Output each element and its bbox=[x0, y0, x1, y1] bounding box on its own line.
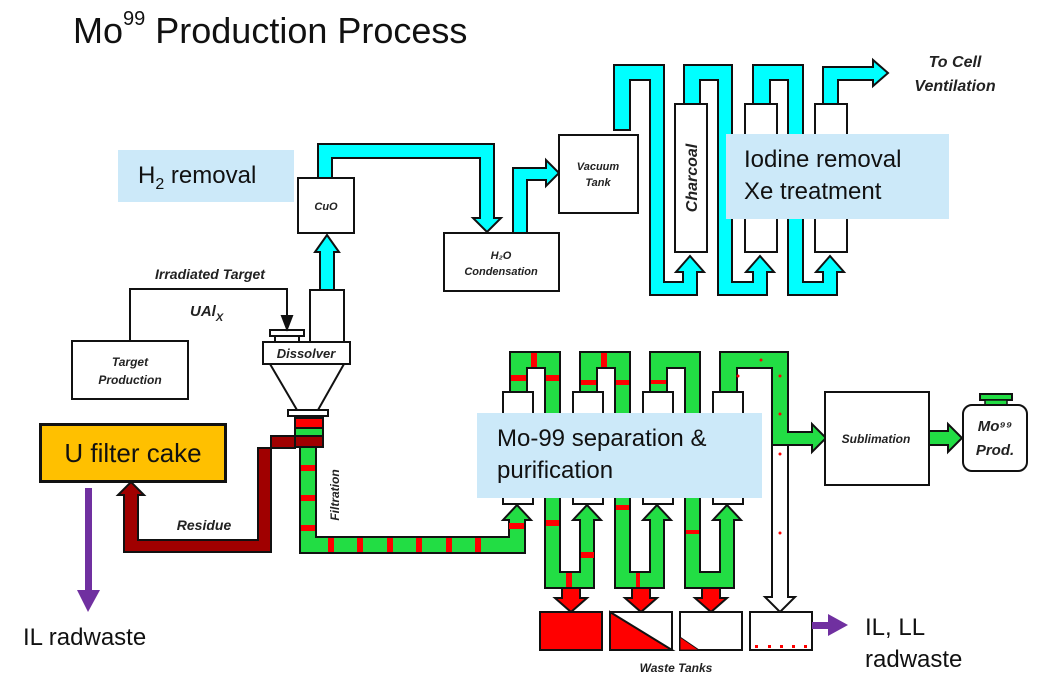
ventilation-label: Ventilation bbox=[914, 78, 995, 95]
dissolver-assembly bbox=[262, 289, 351, 448]
waste-tanks bbox=[539, 610, 813, 651]
il-radwaste-label: IL radwaste bbox=[23, 624, 147, 651]
mo-product-cap bbox=[979, 393, 1013, 401]
il-ll-radwaste-label: IL, LL radwaste bbox=[865, 614, 963, 673]
cuo-label: CuO bbox=[314, 201, 338, 213]
gas-pipe-to-ventilation bbox=[822, 57, 890, 111]
filtration-pipe bbox=[299, 446, 534, 554]
target-label: Target bbox=[112, 355, 149, 369]
irradiated-target-line bbox=[129, 288, 294, 341]
sublimation-box bbox=[824, 391, 930, 486]
vacuum-tank-box bbox=[558, 134, 639, 214]
tank-label: Tank bbox=[585, 177, 611, 189]
u-filter-cake-box: U filter cake bbox=[39, 423, 227, 483]
return-line bbox=[762, 444, 798, 614]
residue-label: Residue bbox=[177, 517, 232, 533]
mo99-separation-callout: Mo-99 separation & purification bbox=[477, 413, 762, 498]
waste-arrows bbox=[552, 587, 730, 614]
arrow-sublimation-product bbox=[928, 421, 964, 455]
filtration-label: Filtration bbox=[328, 469, 342, 520]
dissolver-outlet-flange bbox=[287, 409, 329, 417]
gas-pipe-condensation-vacuum bbox=[512, 157, 561, 235]
sublimation-label: Sublimation bbox=[842, 432, 911, 446]
dissolver-label: Dissolver bbox=[277, 346, 336, 361]
charcoal-column bbox=[674, 103, 708, 253]
dissolver-chimney bbox=[309, 289, 345, 344]
h2-removal-callout: H2 removal bbox=[118, 150, 294, 202]
gas-pipe-dissolver-cuo bbox=[313, 233, 341, 291]
mo-product-container bbox=[962, 404, 1028, 472]
condensation-label: Condensation bbox=[464, 266, 538, 278]
cuo-box bbox=[297, 177, 355, 234]
filter-layer-red bbox=[294, 417, 324, 429]
ualx-label: UAlX bbox=[190, 303, 224, 324]
production-label: Production bbox=[98, 373, 161, 387]
waste-tank-1 bbox=[539, 611, 603, 651]
waste-tanks-label: Waste Tanks bbox=[640, 661, 713, 675]
iodine-xe-callout: Iodine removal Xe treatment bbox=[726, 134, 949, 219]
gas-pipe-charcoal-loop bbox=[613, 64, 707, 296]
mo-label: Mo⁹⁹ bbox=[978, 418, 1012, 435]
h2o-condensation-box bbox=[443, 232, 560, 292]
filter-layer-residue bbox=[294, 435, 324, 448]
vacuum-label: Vacuum bbox=[577, 161, 620, 173]
filter-layer-green bbox=[294, 427, 324, 437]
prod-label: Prod. bbox=[976, 442, 1014, 459]
residue-pipe bbox=[115, 435, 296, 553]
dissolver-hopper bbox=[268, 363, 346, 411]
gas-pipe-cuo-condensation bbox=[317, 143, 504, 234]
filtration-dashes bbox=[301, 465, 524, 552]
to-cell-label: To Cell bbox=[929, 54, 982, 71]
charcoal-label: Charcoal bbox=[684, 143, 701, 212]
radwaste-arrows bbox=[77, 488, 848, 636]
irradiated-target-label: Irradiated Target bbox=[155, 266, 266, 282]
target-production-box bbox=[71, 340, 189, 400]
h2o-label: H₂O bbox=[491, 250, 512, 262]
waste-tank-3 bbox=[679, 611, 743, 651]
waste-tank-4 bbox=[749, 611, 813, 651]
page-title: Mo99 Production Process bbox=[73, 8, 468, 51]
